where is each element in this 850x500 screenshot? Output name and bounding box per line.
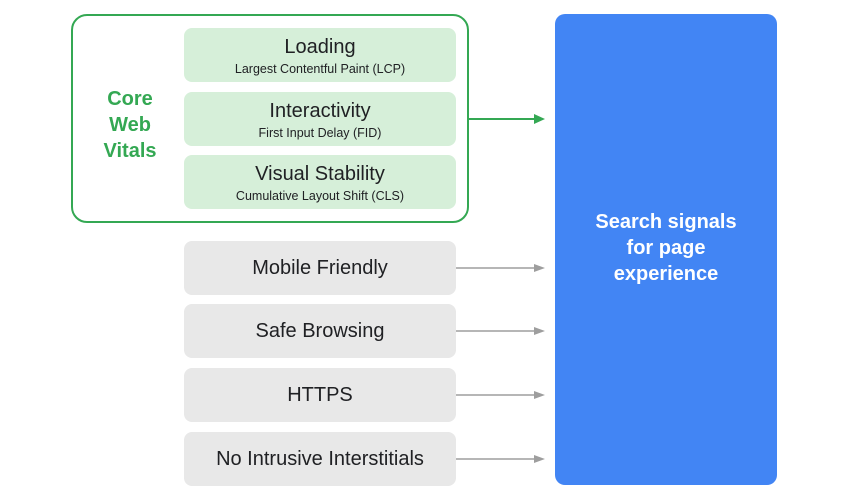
- signal-https-box: HTTPS: [184, 368, 456, 422]
- metric-loading-box: Loading Largest Contentful Paint (LCP): [184, 28, 456, 82]
- core-web-vitals-label: Core Web Vitals: [86, 86, 174, 164]
- search-signals-label: Search signals for page experience: [555, 209, 777, 287]
- core-web-vitals-label-line: Vitals: [103, 140, 157, 162]
- core-web-vitals-label-line: Web: [109, 114, 151, 136]
- signal-mobile-friendly-box: Mobile Friendly: [184, 241, 456, 295]
- metric-visual-stability-box: Visual Stability Cumulative Layout Shift…: [184, 155, 456, 209]
- metric-title: Interactivity: [269, 100, 371, 122]
- core-web-vitals-group: [71, 14, 469, 223]
- metric-interactivity-box: Interactivity First Input Delay (FID): [184, 92, 456, 146]
- no-intrusive-interstitials-arrow: [456, 455, 545, 463]
- search-signals-label-line: Search signals: [595, 211, 737, 233]
- core-web-vitals-arrow: [469, 114, 545, 124]
- search-signals-box: Search signals for page experience: [555, 14, 777, 485]
- metric-subtitle: Cumulative Layout Shift (CLS): [235, 189, 405, 203]
- metric-title: Visual Stability: [255, 163, 385, 185]
- https-arrow: [456, 391, 545, 399]
- core-web-vitals-label-line: Core: [107, 88, 153, 110]
- metric-subtitle: First Input Delay (FID): [258, 126, 382, 140]
- metric-title: Loading: [284, 36, 356, 58]
- metric-subtitle: Largest Contentful Paint (LCP): [234, 62, 406, 76]
- search-signals-label-line: experience: [613, 263, 719, 285]
- mobile-friendly-arrow: [456, 264, 545, 272]
- signal-safe-browsing-box: Safe Browsing: [184, 304, 456, 358]
- safe-browsing-arrow: [456, 327, 545, 335]
- signal-no-intrusive-interstitials-box: No Intrusive Interstitials: [184, 432, 456, 486]
- search-signals-label-line: for page: [626, 237, 706, 259]
